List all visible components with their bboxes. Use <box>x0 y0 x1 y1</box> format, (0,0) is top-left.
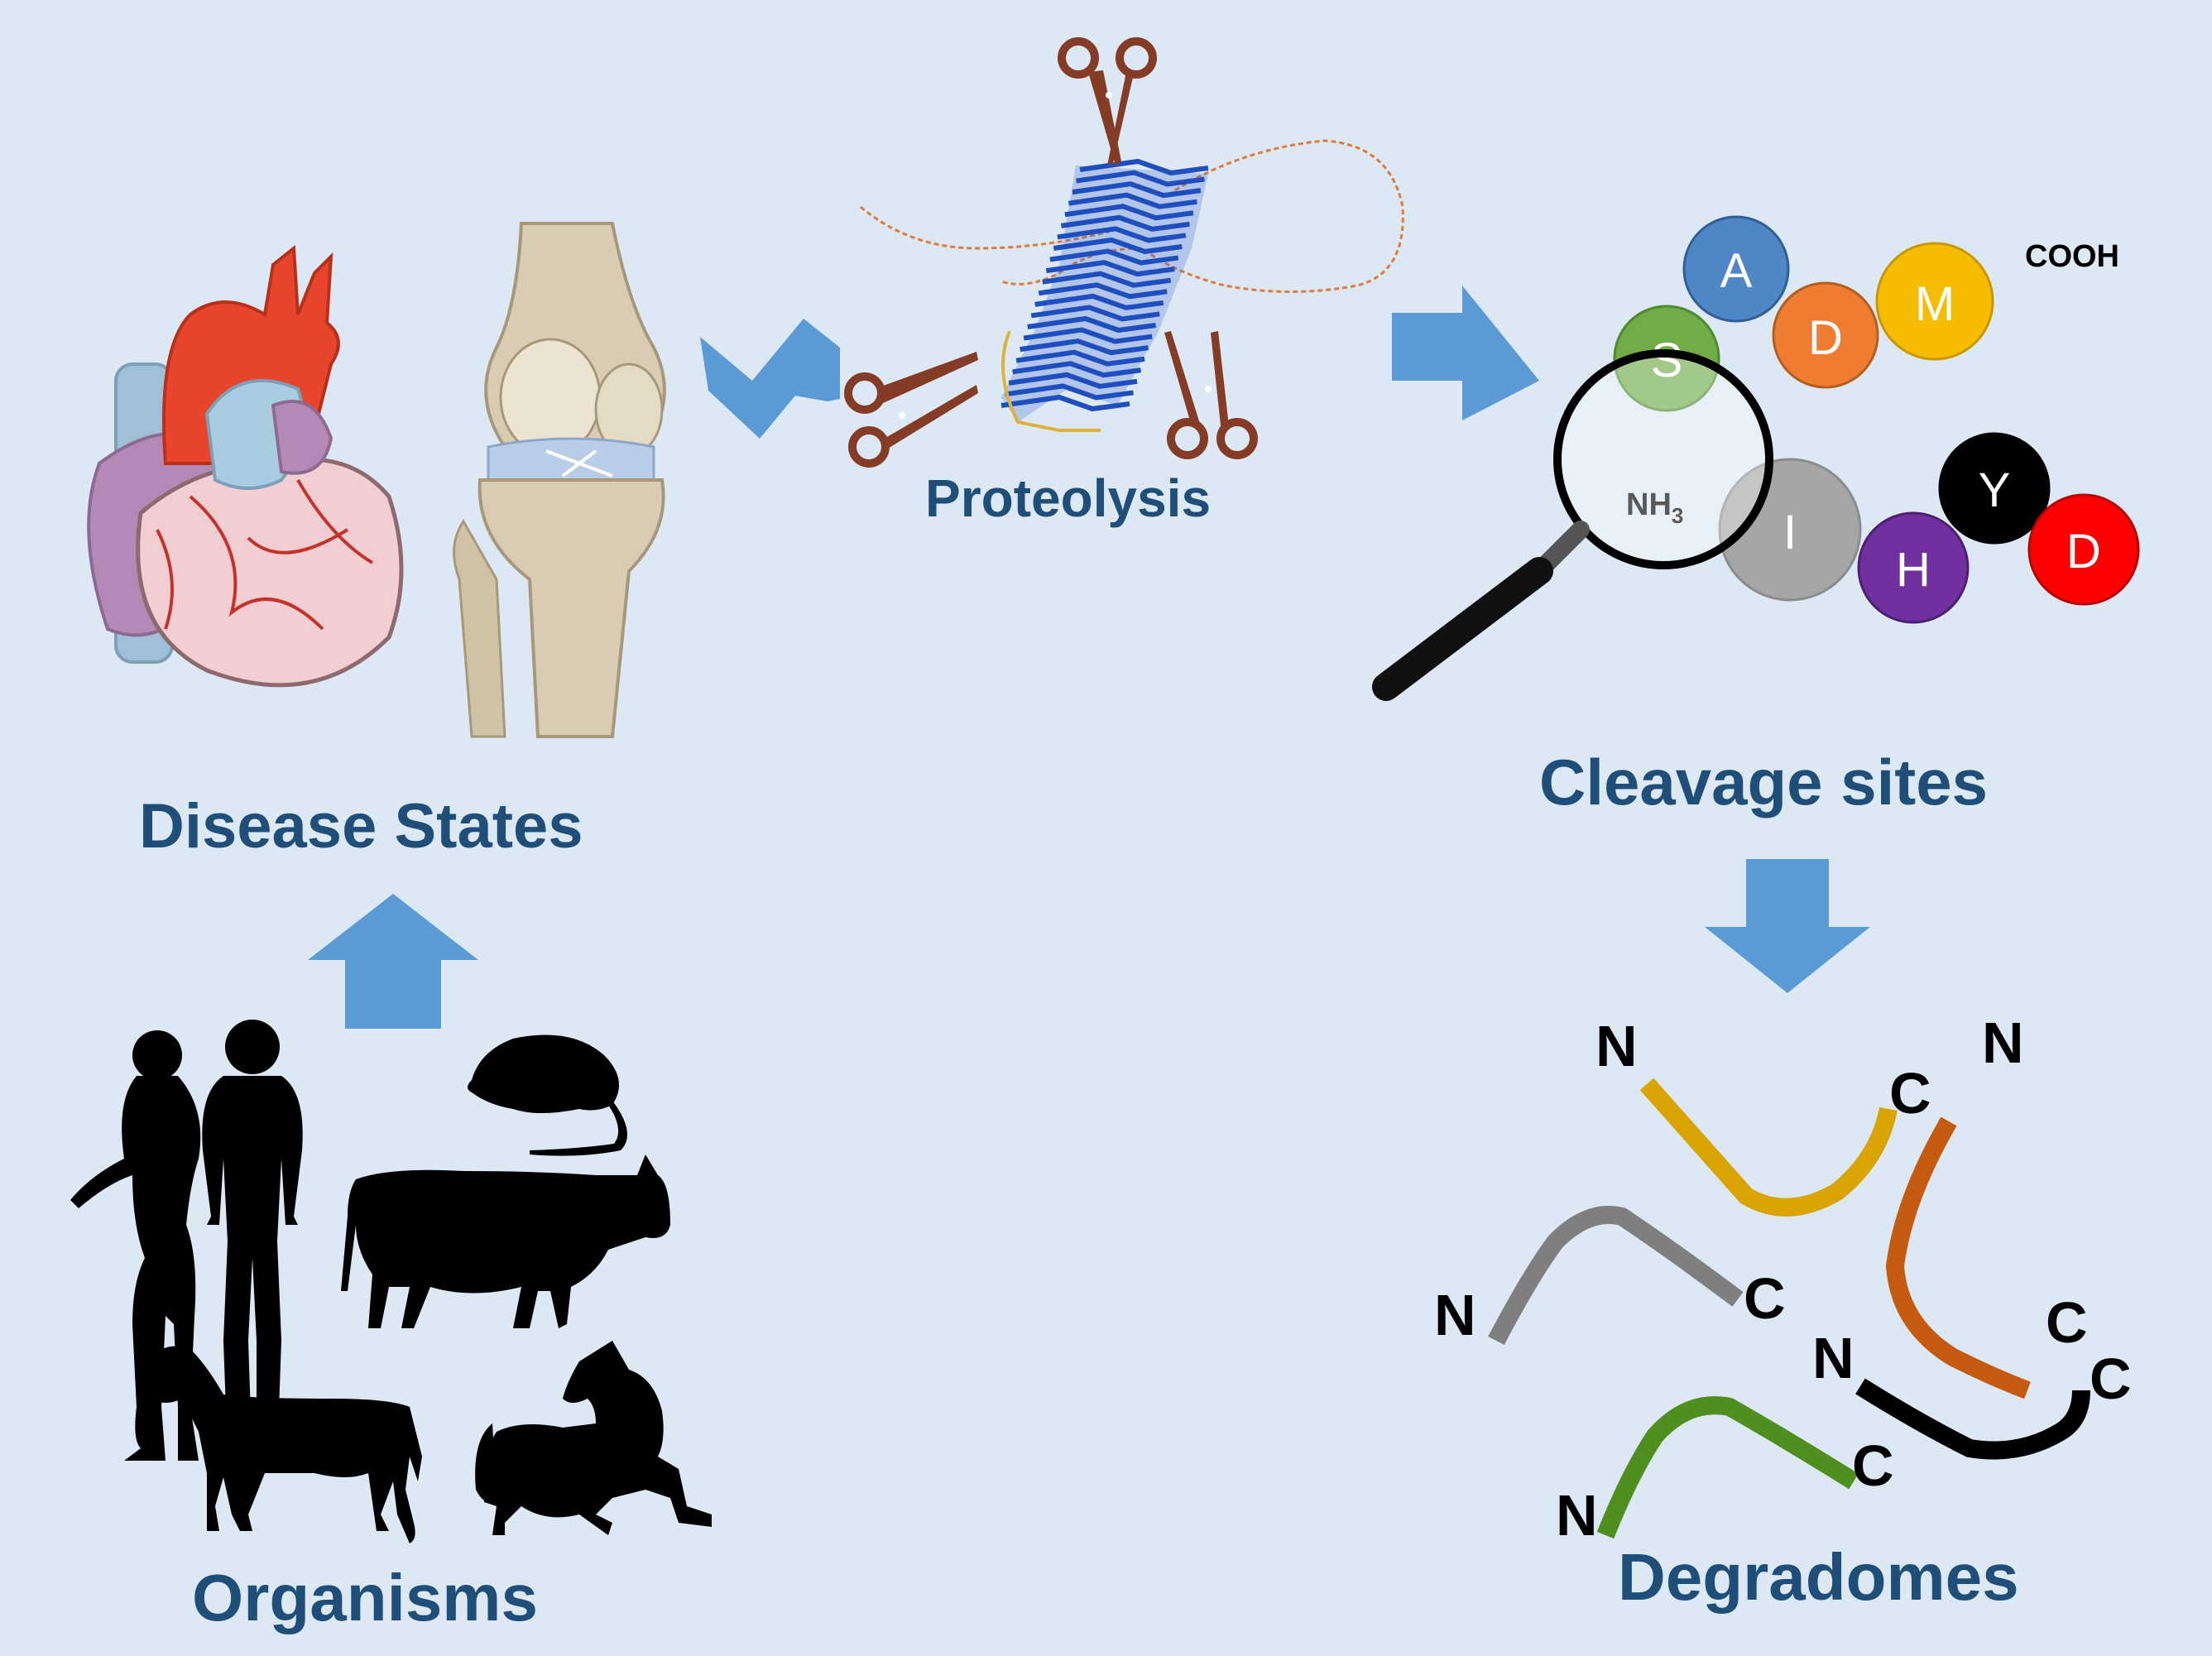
residue-bead: H <box>1857 511 1970 624</box>
beta-strand <box>1042 271 1172 288</box>
residue-bead: D <box>2027 493 2140 606</box>
protein-structure-icon <box>860 139 1404 432</box>
knee-joint-icon <box>453 222 666 738</box>
disease-states-label: Disease States <box>139 791 583 862</box>
residue-bead: A <box>1682 215 1790 323</box>
beta-strand <box>1030 305 1160 322</box>
beta-strand <box>1049 248 1179 266</box>
beta-strand <box>1076 170 1205 187</box>
n-terminus-label: N <box>1982 1010 2024 1075</box>
beta-strand <box>1027 315 1157 334</box>
beta-strand <box>1008 372 1138 389</box>
heart-icon <box>87 245 404 688</box>
beta-strand <box>1023 327 1153 344</box>
scissors-icon <box>1058 37 1157 166</box>
beta-strand <box>1012 361 1141 378</box>
residue-bead: M <box>1875 242 1994 361</box>
n-terminus-label: N <box>1812 1326 1855 1390</box>
scissors-icon <box>1164 331 1258 459</box>
degradome-fragments <box>1488 1078 2090 1539</box>
beta-strand <box>1015 349 1145 367</box>
n-terminus-label: N <box>1556 1483 1598 1548</box>
residue-bead: I <box>1718 458 1862 602</box>
organisms-label: Organisms <box>192 1561 538 1634</box>
degradomes-label: Degradomes <box>1618 1540 2019 1614</box>
beta-strand <box>1034 293 1164 310</box>
beta-strand <box>1000 394 1130 412</box>
organisms-silhouettes <box>70 1020 712 1543</box>
residue-letter: M <box>1915 277 1955 331</box>
beta-strand <box>1060 214 1190 232</box>
magnifying-glass-icon <box>1372 349 1773 701</box>
beta-strand <box>1005 383 1134 401</box>
mouse-silhouette-icon <box>468 1034 627 1156</box>
terminus-labels: N C N C N C N C N C <box>1434 1010 2132 1548</box>
arrows <box>308 286 1870 1029</box>
cow-silhouette-icon <box>341 1154 670 1328</box>
residue-letter: A <box>1720 244 1753 298</box>
beta-strand <box>1020 338 1149 356</box>
proteolysis-label: Proteolysis <box>925 468 1212 528</box>
residue-letter: I <box>1783 506 1797 559</box>
arrow-right-up-icon <box>700 319 840 439</box>
fragment-gray <box>1488 1206 1744 1346</box>
cooh-label: COOH <box>2025 239 2119 274</box>
beta-strand <box>1045 260 1175 277</box>
c-terminus-label: C <box>2090 1346 2132 1411</box>
arrow-up-icon <box>308 894 478 1029</box>
fragment-yellow <box>1639 1078 1898 1217</box>
residue-letter: Y <box>1979 463 2011 517</box>
residue-letter: D <box>1808 311 1843 365</box>
beta-strand <box>1072 181 1202 199</box>
arrow-right-down-icon <box>1392 286 1539 420</box>
c-terminus-label: C <box>2046 1290 2088 1355</box>
peptide-chain: A D M S I Y H D NH3 COOH <box>1613 215 2140 624</box>
residue-bead: Y <box>1938 432 2051 545</box>
nh3-label: NH3 <box>1626 487 1683 528</box>
fragment-orange <box>1885 1116 2031 1399</box>
n-terminus-label: N <box>1434 1283 1476 1347</box>
beta-strand <box>1068 192 1197 209</box>
beta-strand <box>1053 237 1183 255</box>
fragment-black <box>1855 1378 2090 1460</box>
c-terminus-label: C <box>1852 1433 1894 1498</box>
arrow-down-icon <box>1705 859 1870 993</box>
residue-bead: S <box>1613 305 1720 412</box>
beta-strand <box>1079 158 1209 176</box>
unicorn-silhouette-icon <box>475 1341 712 1535</box>
n-terminus-label: N <box>1595 1014 1638 1078</box>
woman-silhouette-icon <box>70 1030 201 1461</box>
residue-letter: H <box>1896 543 1931 597</box>
c-terminus-label: C <box>1744 1266 1786 1331</box>
residue-bead: D <box>1772 281 1879 389</box>
c-terminus-label: C <box>1889 1061 1931 1126</box>
residue-letter: S <box>1651 334 1683 387</box>
fragment-green <box>1596 1396 1859 1539</box>
scissors-icon <box>844 352 978 468</box>
man-silhouette-icon <box>202 1020 303 1465</box>
residue-letter: D <box>2066 525 2101 578</box>
beta-strand <box>1057 226 1187 243</box>
horse-silhouette-icon <box>141 1346 422 1543</box>
beta-strand <box>1038 282 1168 300</box>
cleavage-sites-label: Cleavage sites <box>1539 746 1989 818</box>
beta-strand <box>1064 204 1194 221</box>
